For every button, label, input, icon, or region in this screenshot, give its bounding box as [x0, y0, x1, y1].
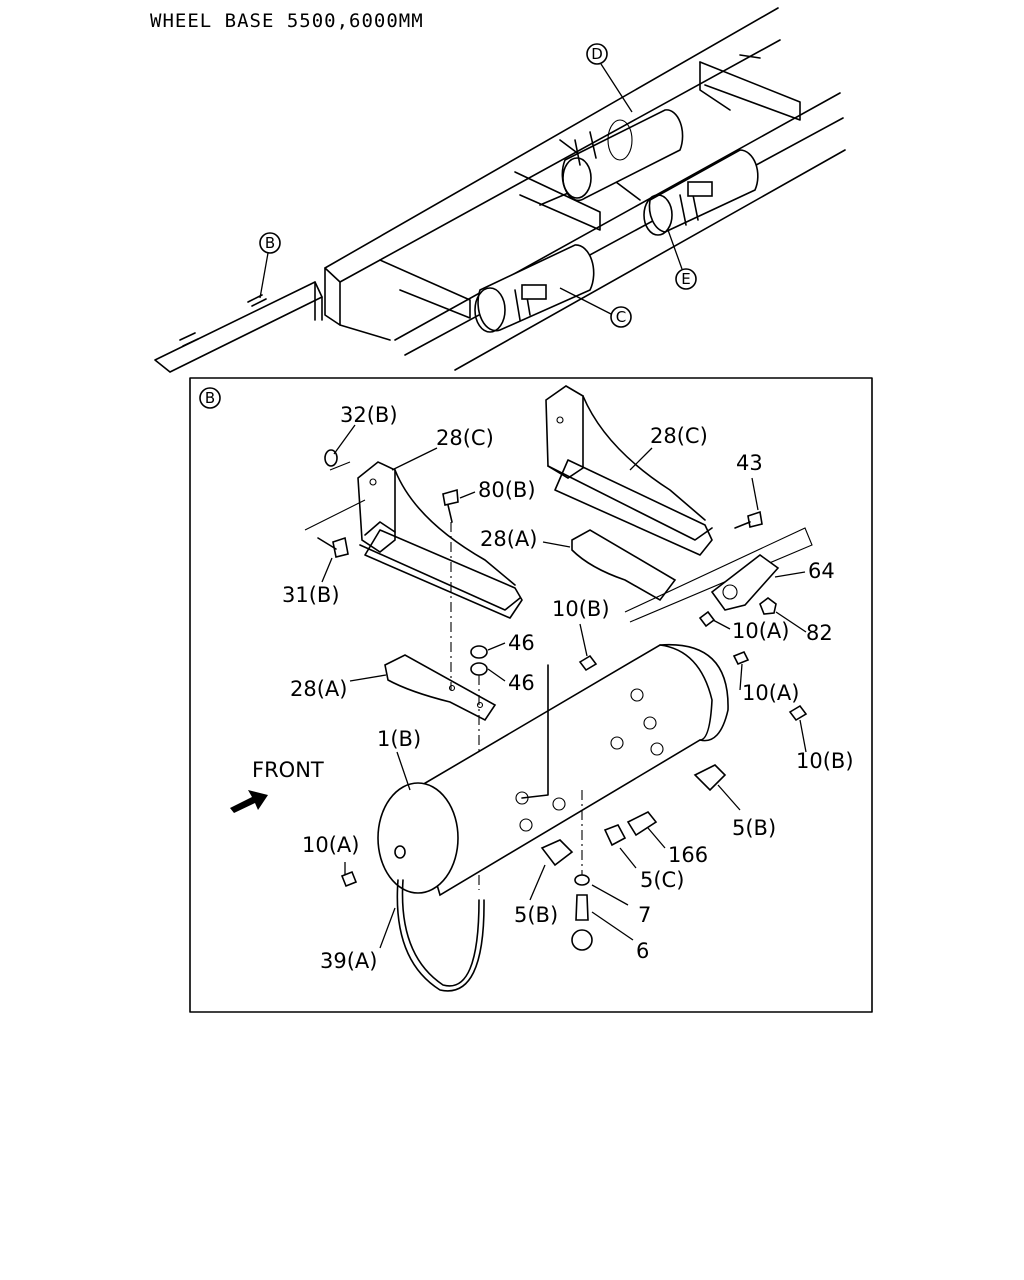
- chassis-frame: [154, 7, 846, 373]
- label-31b: 31(B): [282, 583, 340, 607]
- pad-28a-right: [571, 527, 813, 623]
- nut-82: [759, 597, 777, 615]
- label-28a-right: 28(A): [480, 527, 537, 551]
- label-166: 166: [668, 843, 708, 867]
- svg-text:E: E: [681, 270, 690, 288]
- bracket-28c-left: [304, 461, 523, 619]
- front-label: FRONT: [252, 758, 324, 782]
- front-arrow-icon: [230, 790, 268, 813]
- page-title: WHEEL BASE 5500,6000MM: [150, 10, 424, 32]
- bolt-80b: [442, 488, 459, 690]
- pad-28a-left: [384, 654, 497, 722]
- detail-view-tag: B: [199, 387, 221, 409]
- svg-text:C: C: [616, 308, 626, 326]
- label-10b-right: 10(B): [796, 749, 854, 773]
- callout-d: D: [586, 43, 633, 113]
- svg-text:B: B: [205, 389, 215, 407]
- label-39a: 39(A): [320, 949, 377, 973]
- svg-text:B: B: [265, 234, 275, 252]
- label-32b: 32(B): [340, 403, 398, 427]
- label-5b-right: 5(B): [732, 816, 776, 840]
- fittings: [340, 610, 808, 951]
- bracket-28c-right: [545, 385, 713, 556]
- label-46-lower: 46: [508, 671, 535, 695]
- plate-64: [710, 554, 780, 611]
- label-10a-right: 10(A): [742, 681, 799, 705]
- label-82: 82: [806, 621, 833, 645]
- pipe-39a: [396, 664, 549, 992]
- callout-e: E: [667, 229, 697, 290]
- label-6: 6: [636, 939, 649, 963]
- label-7: 7: [638, 903, 651, 927]
- label-64: 64: [808, 559, 835, 583]
- label-80b: 80(B): [478, 478, 536, 502]
- detail-frame: [189, 377, 873, 1013]
- bolt-31b: [317, 536, 349, 558]
- leader-lines: [321, 424, 807, 949]
- label-5b-left: 5(B): [514, 903, 558, 927]
- label-28c-right: 28(C): [650, 424, 708, 448]
- callout-c: C: [559, 287, 632, 328]
- label-28c-left: 28(C): [436, 426, 494, 450]
- label-28a-left: 28(A): [290, 677, 347, 701]
- label-10a-left: 10(A): [302, 833, 359, 857]
- label-46-upper: 46: [508, 631, 535, 655]
- air-tank-1b: [377, 643, 729, 897]
- svg-text:D: D: [591, 45, 603, 63]
- label-1b: 1(B): [377, 727, 421, 751]
- label-5c: 5(C): [640, 868, 684, 892]
- label-10a-top: 10(A): [732, 619, 789, 643]
- bolt-43: [734, 510, 763, 529]
- callout-b-overview: B: [259, 232, 281, 299]
- label-10b-top: 10(B): [552, 597, 610, 621]
- label-43: 43: [736, 451, 763, 475]
